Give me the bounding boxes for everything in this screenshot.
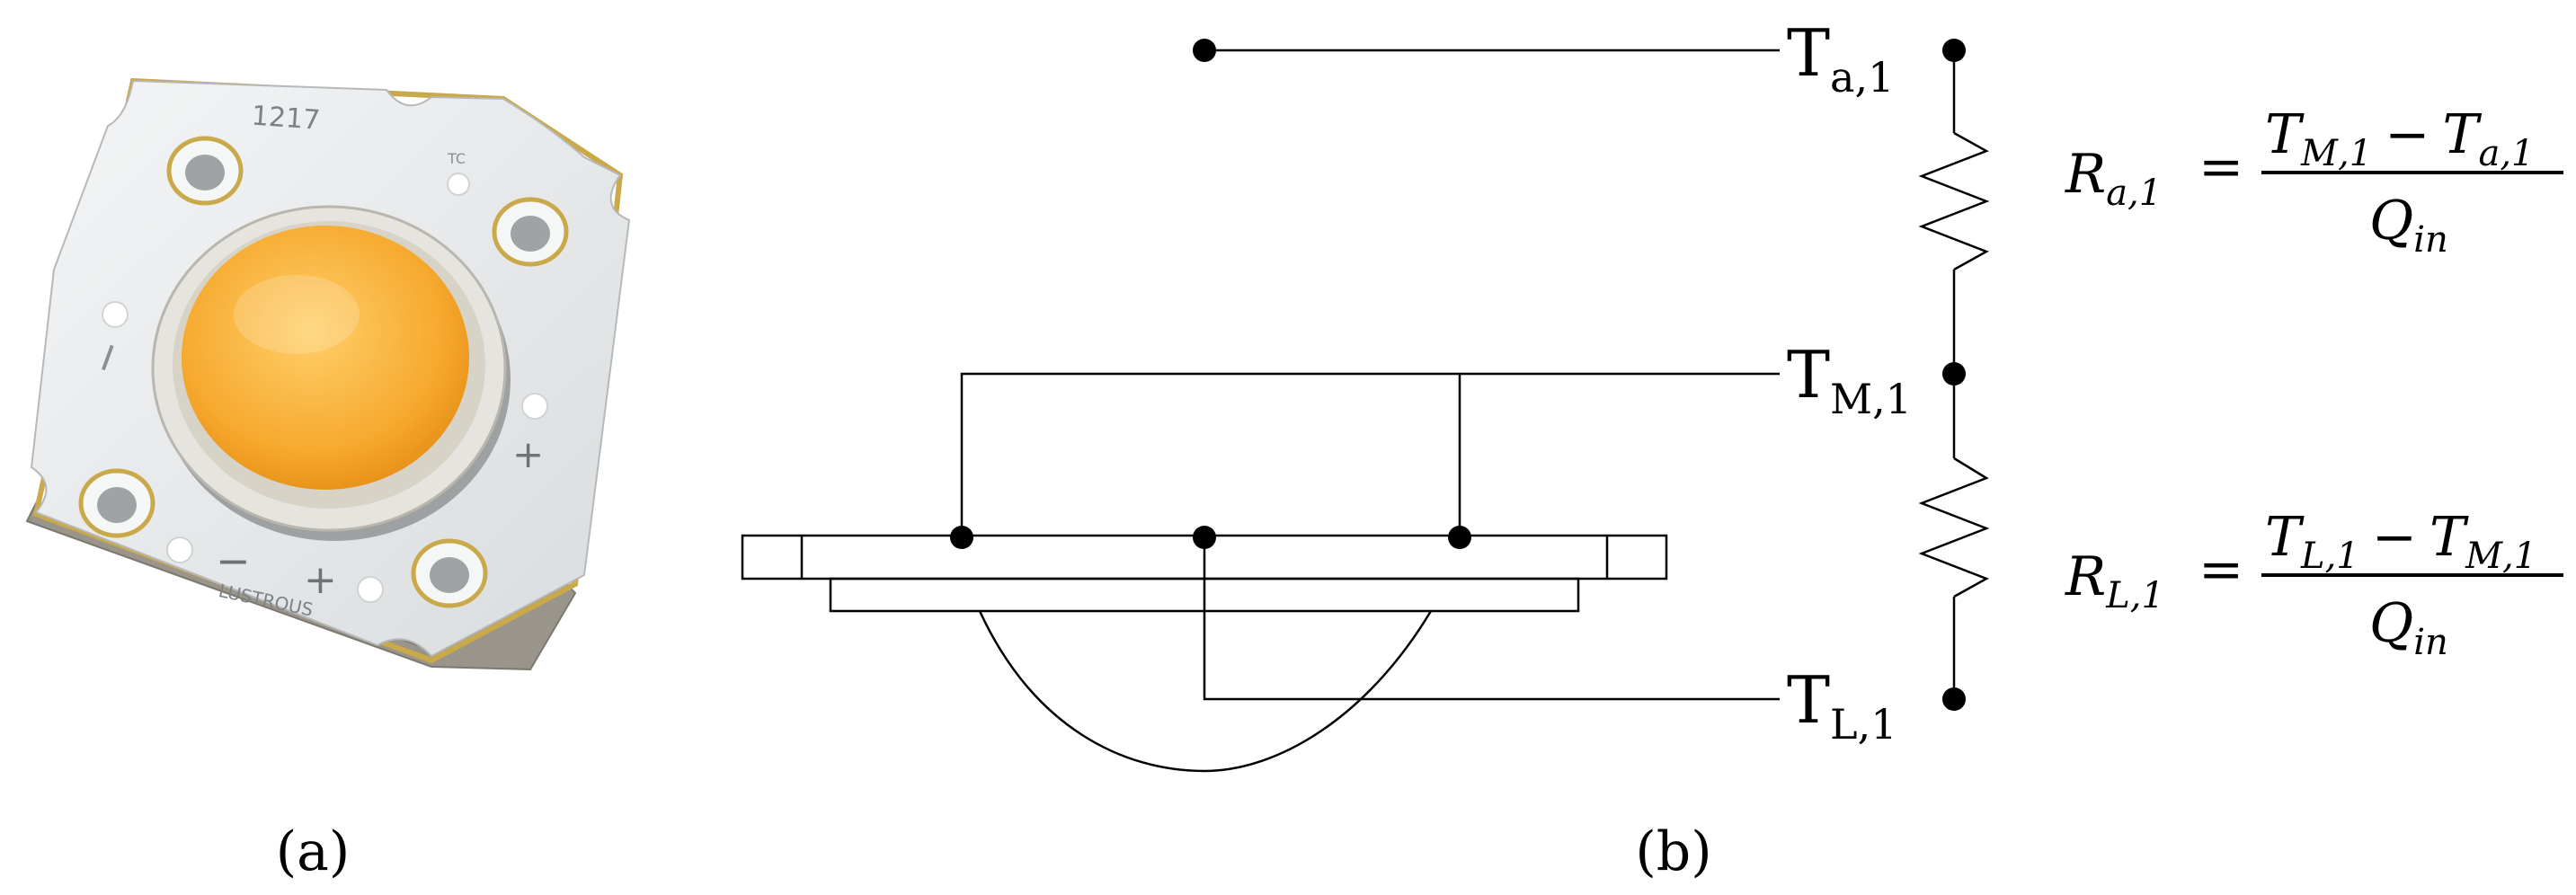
node-label-ta1: Ta,1 (1787, 15, 1894, 102)
module-probe-right-dot (1448, 526, 1471, 549)
node-tm1-dot (1942, 362, 1966, 385)
resistor-rl1 (1918, 456, 1990, 598)
led-probe-dot (1193, 526, 1216, 549)
resistor-ra1 (1918, 131, 1990, 271)
led-chip-illustration: 1217 TC − + − + LUSTROUS (25, 77, 631, 671)
chip-mount-holes (78, 136, 569, 608)
led-wire (1203, 536, 1780, 701)
module-probe-left-dot (950, 526, 973, 549)
measurement-points (950, 39, 1471, 549)
panel-b-label: (b) (1635, 820, 1711, 883)
network-nodes (1942, 39, 1966, 711)
svg-text:Ta,1: Ta,1 (1787, 15, 1894, 102)
module-wire (960, 372, 1780, 536)
svg-text:=: = (2198, 136, 2243, 199)
equation-rl1: RL,1 = TL,1−TM,1 Qin (2065, 506, 2563, 663)
node-ta1-dot (1942, 39, 1966, 62)
chip-test-pads (102, 173, 548, 603)
svg-text:TL,1: TL,1 (1787, 662, 1896, 749)
ambient-probe-dot (1193, 39, 1216, 62)
svg-text:=: = (2198, 538, 2243, 601)
thermocouple-wires (960, 49, 1780, 701)
svg-text:TL,1−TM,1: TL,1−TM,1 (2265, 506, 2536, 577)
node-label-tm1: TM,1 (1787, 337, 1912, 423)
svg-text:TM,1−Ta,1: TM,1−Ta,1 (2265, 103, 2534, 174)
chip-plus-bottom: + (304, 557, 337, 603)
chip-tc-mark: TC (447, 150, 466, 167)
node-label-tl1: TL,1 (1787, 662, 1896, 749)
equation-ra1: Ra,1 = TM,1−Ta,1 Qin (2065, 103, 2563, 261)
svg-text:Qin: Qin (2369, 592, 2448, 663)
svg-text:Ra,1: Ra,1 (2065, 143, 2162, 214)
node-tl1-dot (1942, 687, 1966, 711)
svg-text:Qin: Qin (2369, 190, 2448, 261)
led-dome (978, 610, 1433, 773)
svg-text:RL,1: RL,1 (2065, 545, 2164, 616)
led-lens (151, 205, 511, 541)
chip-plus-right: + (512, 432, 544, 476)
chip-part-number: 1217 (251, 101, 322, 137)
panel-a-label: (a) (276, 820, 351, 883)
chip-minus-bottom: − (216, 536, 251, 585)
svg-text:TM,1: TM,1 (1787, 337, 1912, 423)
